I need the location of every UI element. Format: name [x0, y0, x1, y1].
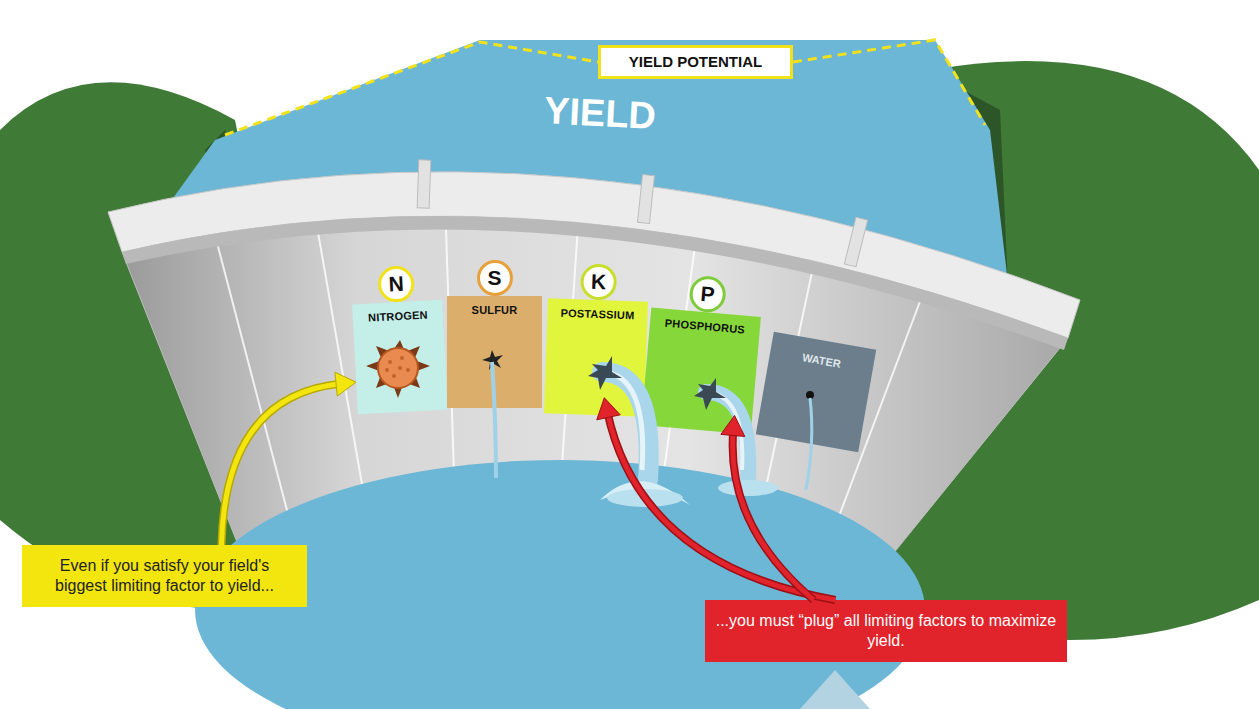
- crest-post: [844, 217, 867, 266]
- arrow-head: [335, 372, 356, 396]
- callout-box: ...you must “plug” all limiting factors …: [705, 600, 1067, 662]
- box-text: YIELD POTENTIAL: [611, 53, 780, 72]
- nutrient-panel: KPOSTASSIUM: [544, 298, 648, 416]
- arrow-outline: [607, 411, 835, 600]
- potassium-leak: [588, 356, 690, 507]
- arrow-shaft: [222, 384, 343, 545]
- yield-potential-line: [793, 40, 985, 125]
- arrow-outline: [733, 429, 814, 600]
- nutrient-name: NITROGEN: [353, 308, 444, 325]
- spillway: [800, 670, 870, 709]
- nutrient-letter: S: [477, 260, 513, 296]
- curved-arrow: [721, 415, 814, 600]
- crest-post: [638, 175, 655, 224]
- nitrogen-burst: [366, 340, 430, 398]
- phosphorus-leak: [694, 378, 778, 496]
- water-panel: WATER: [756, 332, 876, 452]
- nutrient-name: POSTASSIUM: [547, 306, 647, 321]
- arrow-outline: [222, 384, 343, 545]
- crest-post: [417, 160, 431, 208]
- nutrient-letter: N: [377, 265, 415, 303]
- callout-box: Even if you satisfy your field's biggest…: [22, 545, 307, 607]
- nutrient-panel: PPHOSPHORUS: [641, 307, 761, 434]
- nutrient-letter: K: [580, 263, 617, 300]
- arrow-shaft: [607, 411, 835, 600]
- curved-arrow: [222, 372, 357, 545]
- nutrient-name: SULFUR: [447, 304, 542, 316]
- water-leak: [806, 391, 814, 490]
- yield-potential-line: [225, 42, 598, 135]
- nutrient-panel: SSULFUR: [447, 296, 542, 408]
- box-text: Even if you satisfy your field's biggest…: [32, 556, 297, 596]
- arrow-head: [597, 398, 620, 420]
- dam-crest: [108, 172, 1080, 338]
- sulfur-leak: [482, 350, 503, 478]
- arrow-head: [721, 415, 745, 436]
- box-text: WATER: [775, 347, 868, 377]
- arrow-shaft: [733, 429, 814, 600]
- nutrient-name: PHOSPHORUS: [650, 315, 761, 337]
- water-label: YIELD: [519, 88, 681, 139]
- nutrient-panel: NNITROGEN: [352, 300, 448, 415]
- yield-potential-box: YIELD POTENTIAL: [598, 45, 793, 79]
- nutrient-letter: P: [688, 275, 727, 314]
- curved-arrow: [597, 398, 836, 600]
- box-text: ...you must “plug” all limiting factors …: [715, 611, 1057, 651]
